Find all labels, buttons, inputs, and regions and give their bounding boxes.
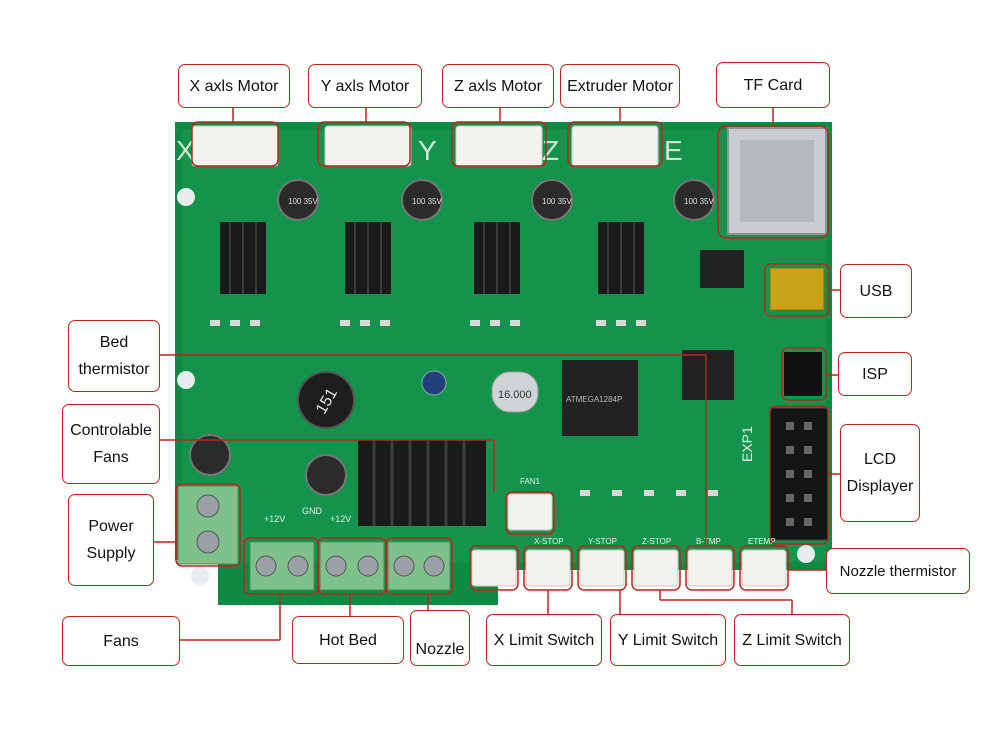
mcu-label: ATMEGA1284P [566, 395, 622, 404]
gnd-label: GND [302, 506, 323, 516]
smd-components [210, 320, 718, 496]
label-bed-thermistor: Bed thermistor [68, 320, 160, 392]
callout-lines [154, 108, 840, 641]
capacitor-label: 100 35V [542, 197, 572, 206]
label-y-limit-switch: Y Limit Switch [610, 614, 726, 666]
capacitor-label: 100 35V [288, 197, 318, 206]
x-motor-connector [191, 125, 279, 167]
inductor [297, 371, 355, 429]
label-lcd-line2: Displayer [846, 478, 914, 495]
fan1-connector [507, 493, 553, 531]
usb-port [769, 267, 825, 311]
electrolytic-capacitors [189, 179, 715, 496]
terminal-screw [196, 530, 220, 554]
capacitor-label: 100 35V [684, 197, 714, 206]
label-bed-thermistor-line1: Bed [99, 334, 129, 351]
tf-card-slot-inner [740, 140, 814, 222]
label-fans: Fans [62, 616, 180, 666]
label-lcd-line1: LCD [863, 451, 896, 468]
label-nozzle-thermistor: Nozzle thermistor [826, 548, 970, 594]
isp-header [784, 352, 822, 396]
label-lcd-displayer: LCD Displayer [840, 424, 920, 522]
label-hot-bed: Hot Bed [292, 616, 404, 664]
mosfet-heatsink [358, 440, 486, 526]
board-x-mark: X [176, 135, 195, 166]
label-extruder-motor: Extruder Motor [560, 64, 680, 108]
mosfet-heatsink-fins [372, 440, 466, 526]
fan1-label: FAN1 [520, 477, 541, 486]
btmp-label: B-TMP [696, 537, 721, 546]
label-controllable-fans-line1: Controlable [70, 422, 152, 439]
label-z-axis-motor: Z axls Motor [442, 64, 554, 108]
label-y-axis-motor: Y axls Motor [308, 64, 422, 108]
ystop-label: Y-STOP [588, 537, 617, 546]
terminal-screw [196, 494, 220, 518]
board-z-mark: Z [542, 135, 559, 166]
label-nozzle: Nozzle [410, 610, 470, 666]
mount-hole [797, 545, 815, 563]
label-power-supply: Power Supply [68, 494, 154, 586]
z-motor-connector [455, 125, 543, 167]
exp1-label: EXP1 [739, 426, 755, 462]
mcu-chip [562, 360, 638, 436]
mount-hole [177, 371, 195, 389]
lcd-header [769, 407, 829, 541]
bottom-connectors [471, 549, 787, 587]
label-tf-card: TF Card [716, 62, 830, 108]
capacitor-label: 100 35V [412, 197, 442, 206]
y-motor-connector [324, 125, 412, 167]
crystal-label: 16.000 [498, 389, 532, 401]
label-controllable-fans-line2: Fans [93, 449, 129, 466]
xstop-label: X-STOP [534, 537, 564, 546]
board-y-mark: Y [418, 135, 437, 166]
driver-chip [700, 250, 744, 288]
mount-hole [177, 188, 195, 206]
blue-capacitor [421, 370, 447, 396]
bottom-terminal-screws [255, 555, 445, 577]
v12a-label: +12V [264, 514, 285, 524]
label-x-limit-switch: X Limit Switch [486, 614, 602, 666]
heatsink-fins [229, 222, 635, 294]
usb-chip [682, 350, 734, 400]
board-e-mark: E [664, 135, 683, 166]
lcd-pins [786, 422, 812, 526]
label-usb: USB [840, 264, 912, 318]
label-power-supply-line2: Supply [86, 545, 136, 562]
label-isp: ISP [838, 352, 912, 396]
label-controllable-fans: Controlable Fans [62, 404, 160, 484]
etemp-label: ETEMP [748, 537, 776, 546]
v12b-label: +12V [330, 514, 351, 524]
label-power-supply-line1: Power [88, 518, 134, 535]
label-bed-thermistor-line2: thermistor [78, 361, 150, 378]
mount-hole [191, 567, 209, 585]
label-z-limit-switch: Z Limit Switch [734, 614, 850, 666]
extruder-motor-connector [571, 125, 659, 167]
bottom-terminals [249, 541, 451, 591]
zstop-label: Z-STOP [642, 537, 671, 546]
crystal [491, 371, 539, 413]
label-x-axis-motor: X axls Motor [178, 64, 290, 108]
